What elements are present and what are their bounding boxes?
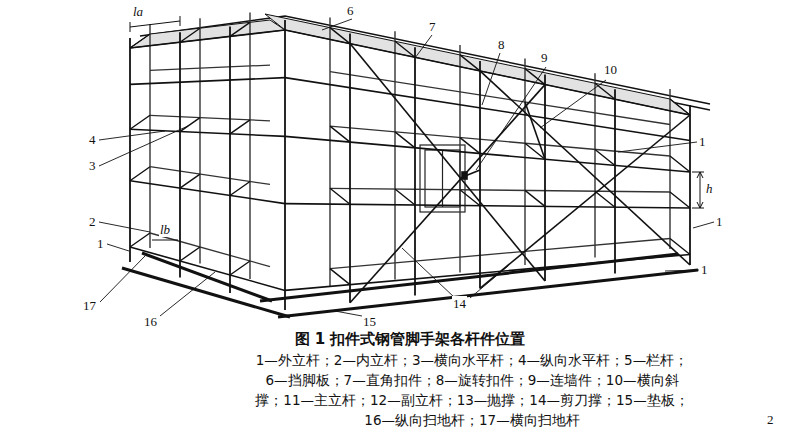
cross-bracing [350, 44, 690, 303]
figure-caption: 图 1 扣件式钢管脚手架各杆件位置 [294, 330, 527, 348]
callout-number: 8 [497, 37, 506, 52]
base-boards [122, 253, 698, 317]
transoms [130, 22, 690, 284]
callout-number: 7 [428, 19, 437, 34]
top-plank [265, 14, 690, 115]
callout-number: 16 [143, 314, 158, 329]
outer-ledgers [130, 30, 690, 290]
callout-number: 2 [88, 214, 97, 229]
dimension-lines [130, 16, 704, 240]
callout-number: 10 [603, 62, 618, 77]
callout-number: 15 [362, 314, 377, 329]
leader-lines [99, 19, 714, 316]
callout-number: 1 [700, 262, 709, 277]
callout-number: 3 [88, 158, 97, 173]
legend-text: 16—纵向扫地杆；17—横向扫地杆 [363, 411, 580, 429]
wall-tie [462, 170, 480, 179]
dimension-label: la [132, 4, 144, 19]
dimension-label: h [705, 181, 714, 196]
callout-number: 14 [452, 296, 467, 311]
inner-ledgers [150, 65, 670, 269]
callout-number: 1 [715, 214, 724, 229]
callout-number: 1 [96, 236, 105, 251]
legend-text: 撑；11—主立杆；12—副立杆；13—抛撑；14—剪刀撑；15—垫板； [254, 391, 689, 409]
top-plank-side [130, 20, 285, 48]
legend-text: 6—挡脚板；7—直角扣件；8—旋转扣件；9—连墙件；10—横向斜 [264, 371, 679, 389]
legend-text: 1—外立杆；2—内立杆；3—横向水平杆；4—纵向水平杆；5—栏杆； [255, 351, 689, 369]
dimension-label: lb [159, 222, 171, 237]
page-number: 2 [766, 412, 775, 427]
outer-uprights [130, 20, 690, 310]
callout-number: 4 [88, 132, 97, 147]
callout-number: 17 [82, 298, 97, 313]
callout-number: 9 [540, 50, 549, 65]
callout-number: 6 [346, 3, 355, 18]
callout-number: 1 [698, 134, 707, 149]
